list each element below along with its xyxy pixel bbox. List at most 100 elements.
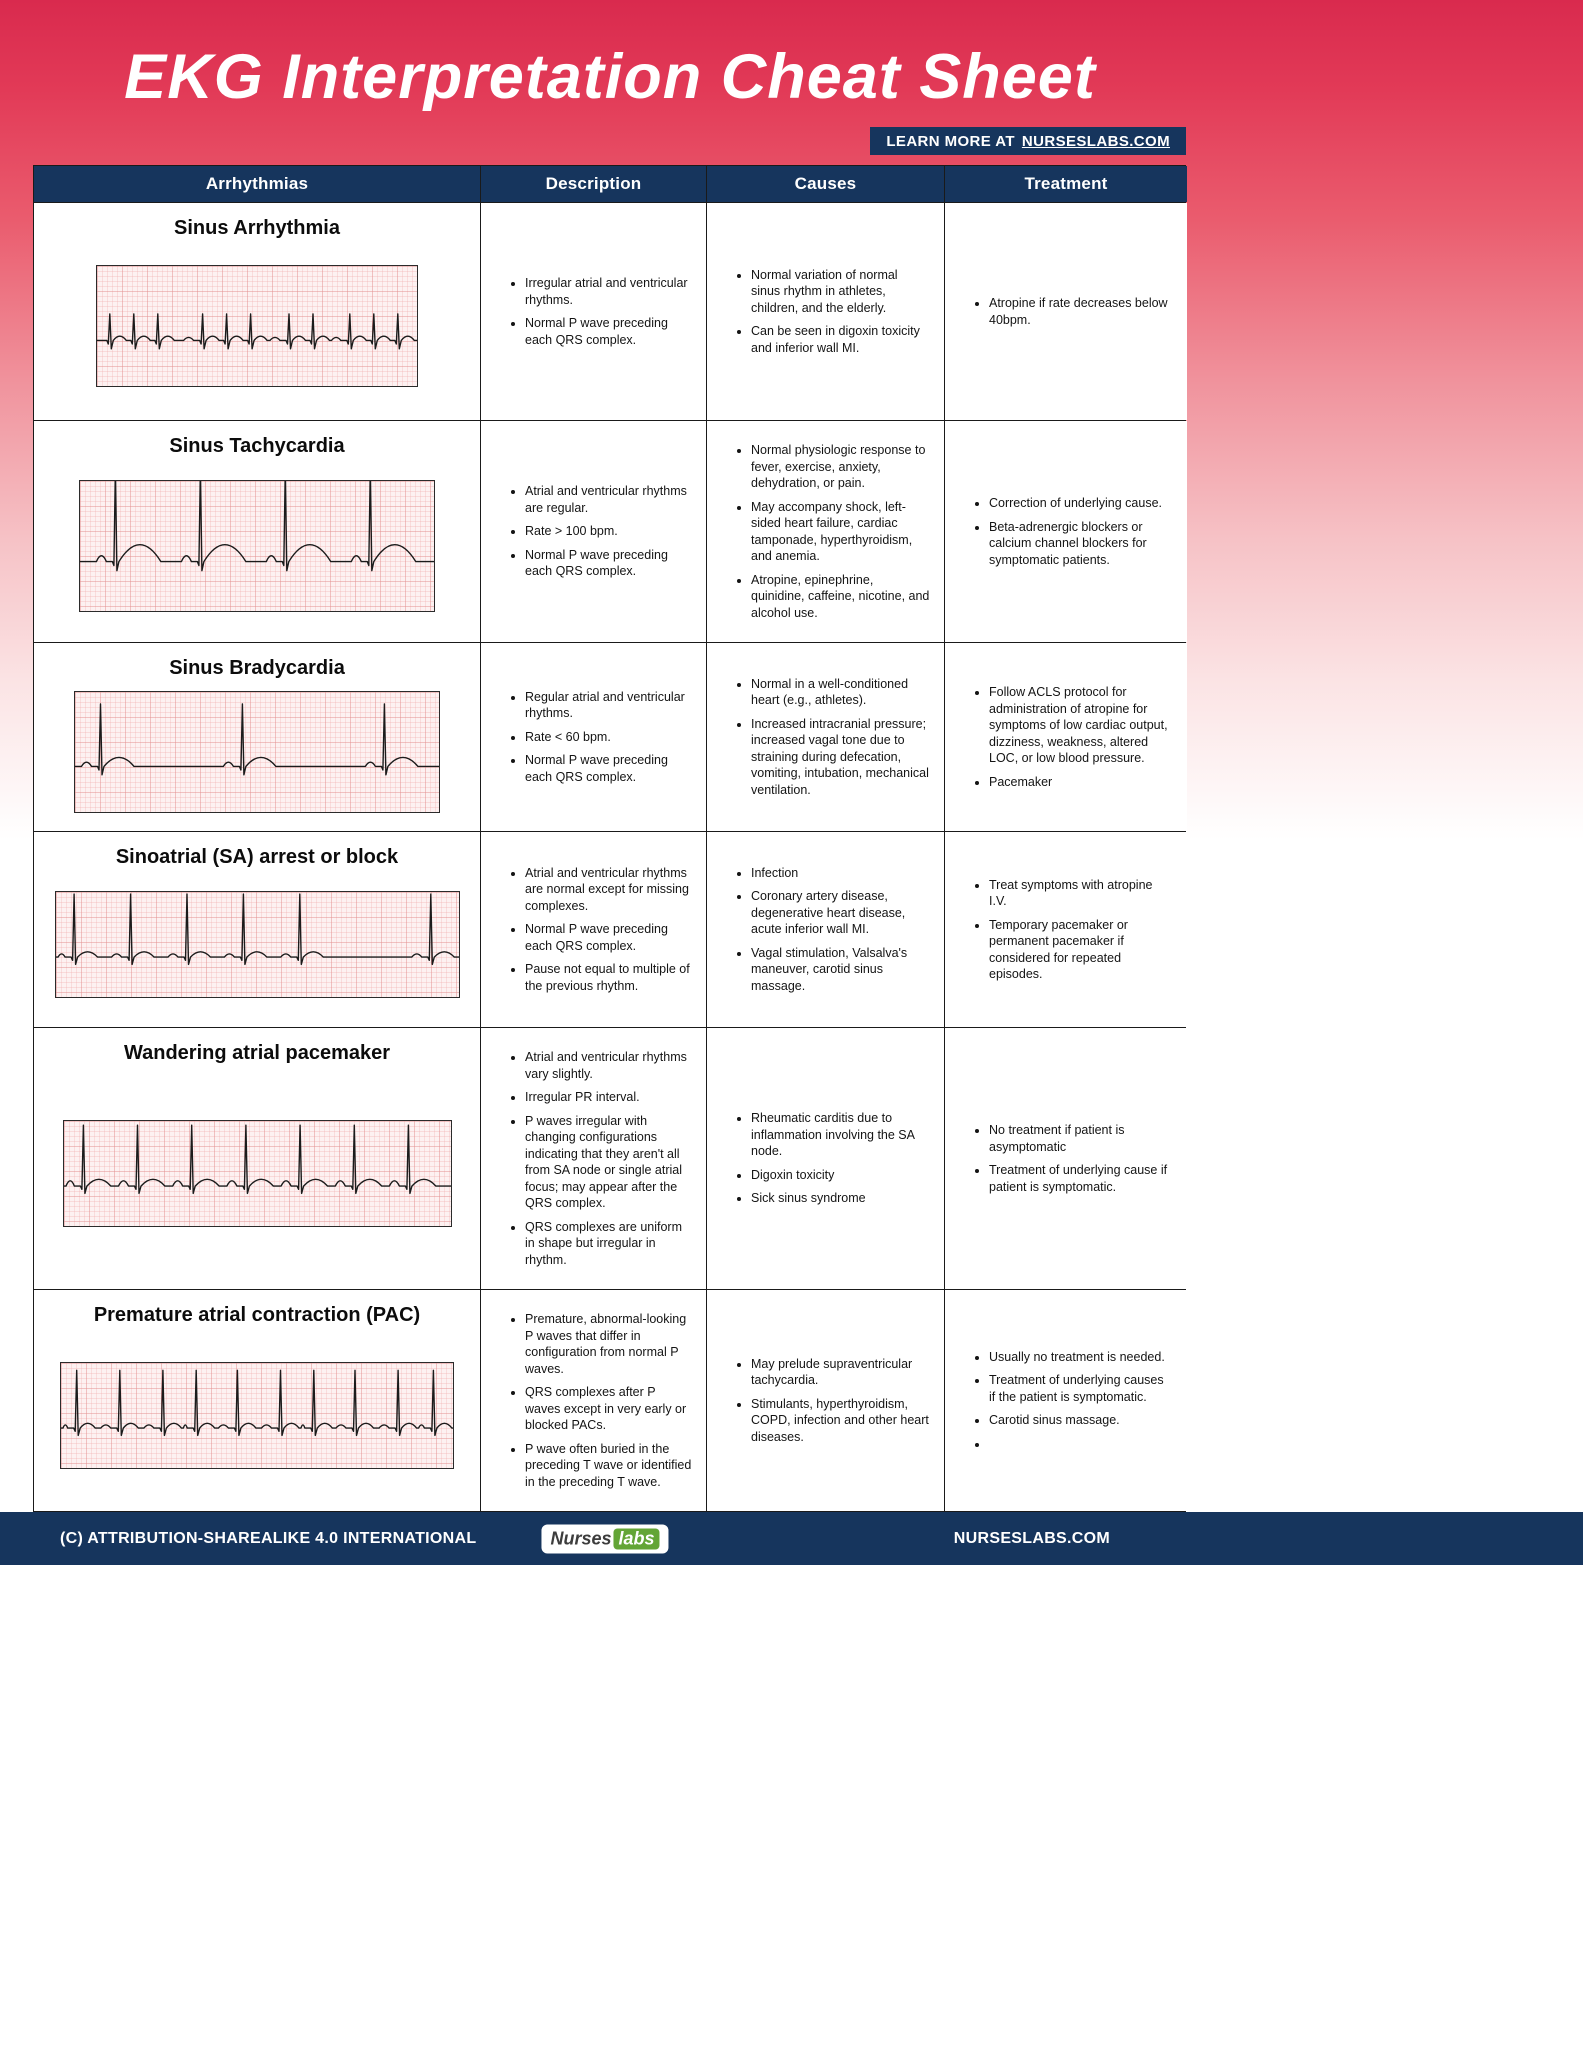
arrhythmia-title: Sinoatrial (SA) arrest or block — [115, 846, 399, 868]
footer: (C) ATTRIBUTION-SHAREALIKE 4.0 INTERNATI… — [0, 1512, 1583, 1565]
list-item: No treatment if patient is asymptomatic — [989, 1122, 1173, 1155]
description-list: Regular atrial and ventricular rhythms.R… — [505, 682, 692, 793]
arrhythmia-cell: Sinus Tachycardia — [34, 421, 481, 642]
causes-cell: May prelude supraventricular tachycardia… — [707, 1290, 945, 1511]
table-body: Sinus ArrhythmiaIrregular atrial and ven… — [34, 202, 1187, 1511]
description-cell: Premature, abnormal-looking P waves that… — [481, 1290, 707, 1511]
description-cell: Atrial and ventricular rhythms are regul… — [481, 421, 707, 642]
list-item: Digoxin toxicity — [751, 1167, 930, 1184]
list-item: Atropine, epinephrine, quinidine, caffei… — [751, 572, 930, 622]
ekg-strip-frame — [62, 1119, 452, 1227]
ekg-strip — [79, 464, 435, 628]
learn-more-text: LEARN MORE AT — [886, 132, 1015, 150]
list-item: QRS complexes are uniform in shape but i… — [525, 1219, 692, 1269]
description-list: Atrial and ventricular rhythms are regul… — [505, 476, 692, 587]
ekg-strip-frame — [54, 890, 460, 998]
list-item: Sick sinus syndrome — [751, 1190, 930, 1207]
causes-cell: InfectionCoronary artery disease, degene… — [707, 832, 945, 1027]
treatment-cell: Correction of underlying cause.Beta-adre… — [945, 421, 1187, 642]
treatment-list: Follow ACLS protocol for administration … — [969, 677, 1173, 797]
description-list: Atrial and ventricular rhythms are norma… — [505, 858, 692, 1002]
list-item: Treatment of underlying causes if the pa… — [989, 1372, 1173, 1405]
table-row: Sinoatrial (SA) arrest or blockAtrial an… — [34, 831, 1187, 1027]
treatment-cell: Follow ACLS protocol for administration … — [945, 643, 1187, 831]
list-item: Pacemaker — [989, 774, 1173, 791]
list-item: Temporary pacemaker or permanent pacemak… — [989, 917, 1173, 983]
list-item: Normal P wave preceding each QRS complex… — [525, 752, 692, 785]
list-item: Beta-adrenergic blockers or calcium chan… — [989, 519, 1173, 569]
learn-more-bar: LEARN MORE AT NURSESLABS.COM — [870, 127, 1186, 155]
list-item: Normal P wave preceding each QRS complex… — [525, 315, 692, 348]
ekg-strip — [96, 246, 418, 406]
list-item: Rheumatic carditis due to inflammation i… — [751, 1110, 930, 1160]
description-cell: Atrial and ventricular rhythms vary slig… — [481, 1028, 707, 1289]
treatment-cell: Usually no treatment is needed.Treatment… — [945, 1290, 1187, 1511]
causes-cell: Rheumatic carditis due to inflammation i… — [707, 1028, 945, 1289]
arrhythmia-title: Sinus Arrhythmia — [174, 217, 340, 239]
ekg-strip-image — [80, 481, 434, 611]
list-item: May prelude supraventricular tachycardia… — [751, 1356, 930, 1389]
list-item: Coronary artery disease, degenerative he… — [751, 888, 930, 938]
list-item: Can be seen in digoxin toxicity and infe… — [751, 323, 930, 356]
table-row: Sinus ArrhythmiaIrregular atrial and ven… — [34, 202, 1187, 420]
site-link[interactable]: NURSESLABS.COM — [953, 1529, 1110, 1547]
list-item: Normal in a well-conditioned heart (e.g.… — [751, 676, 930, 709]
description-cell: Irregular atrial and ventricular rhythms… — [481, 203, 707, 420]
ekg-strip-frame — [74, 690, 440, 813]
list-item: Carotid sinus massage. — [989, 1412, 1173, 1429]
ekg-strip-image — [97, 266, 417, 386]
list-item: P wave often buried in the preceding T w… — [525, 1441, 692, 1491]
description-list: Premature, abnormal-looking P waves that… — [505, 1304, 692, 1497]
ekg-waveform — [61, 1369, 453, 1436]
causes-list: May prelude supraventricular tachycardia… — [731, 1349, 930, 1453]
ekg-strip-image — [55, 891, 459, 997]
list-item — [989, 1436, 1173, 1453]
list-item: Treat symptoms with atropine I.V. — [989, 877, 1173, 910]
ekg-strip — [62, 1071, 452, 1275]
ekg-table: Arrhythmias Description Causes Treatment… — [33, 165, 1187, 1512]
description-list: Atrial and ventricular rhythms vary slig… — [505, 1042, 692, 1275]
list-item: QRS complexes after P waves except in ve… — [525, 1384, 692, 1434]
treatment-cell: Atropine if rate decreases below 40bpm. — [945, 203, 1187, 420]
description-list: Irregular atrial and ventricular rhythms… — [505, 268, 692, 355]
list-item: Pause not equal to multiple of the previ… — [525, 961, 692, 994]
column-header-description: Description — [481, 166, 707, 202]
list-item: Normal physiologic response to fever, ex… — [751, 442, 930, 492]
column-header-causes: Causes — [707, 166, 945, 202]
ekg-strip — [60, 1333, 454, 1497]
column-header-treatment: Treatment — [945, 166, 1187, 202]
ekg-strip-frame — [60, 1361, 454, 1469]
treatment-list: Treat symptoms with atropine I.V. Tempora… — [969, 870, 1173, 990]
list-item: Irregular PR interval. — [525, 1089, 692, 1106]
ekg-waveform — [80, 481, 434, 572]
arrhythmia-cell: Sinoatrial (SA) arrest or block — [34, 832, 481, 1027]
list-item: Normal variation of normal sinus rhythm … — [751, 267, 930, 317]
arrhythmia-title: Premature atrial contraction (PAC) — [93, 1304, 421, 1326]
ekg-strip-frame — [96, 265, 418, 387]
ekg-strip — [54, 875, 460, 1013]
ekg-strip-frame — [79, 480, 435, 612]
list-item: Vagal stimulation, Valsalva's maneuver, … — [751, 945, 930, 995]
list-item: Rate > 100 bpm. — [525, 523, 692, 540]
ekg-strip-image — [63, 1120, 451, 1226]
list-item: Atrial and ventricular rhythms are norma… — [525, 865, 692, 915]
list-item: Normal P wave preceding each QRS complex… — [525, 547, 692, 580]
list-item: Follow ACLS protocol for administration … — [989, 684, 1173, 767]
ekg-waveform — [97, 313, 417, 350]
list-item: P waves irregular with changing configur… — [525, 1113, 692, 1212]
nurseslabs-link[interactable]: NURSESLABS.COM — [1021, 132, 1170, 150]
table-row: Premature atrial contraction (PAC) Premat… — [34, 1289, 1187, 1511]
treatment-cell: No treatment if patient is asymptomaticT… — [945, 1028, 1187, 1289]
nurseslabs-logo[interactable]: Nurses labs — [541, 1524, 669, 1553]
causes-list: Rheumatic carditis due to inflammation i… — [731, 1103, 930, 1214]
ekg-strip-image — [75, 691, 439, 812]
list-item: Premature, abnormal-looking P waves that… — [525, 1311, 692, 1377]
list-item: Atrial and ventricular rhythms are regul… — [525, 483, 692, 516]
description-cell: Atrial and ventricular rhythms are norma… — [481, 832, 707, 1027]
ekg-strip-image — [61, 1362, 453, 1468]
list-item: Rate < 60 bpm. — [525, 729, 692, 746]
arrhythmia-title: Sinus Tachycardia — [169, 435, 345, 457]
causes-cell: Normal physiologic response to fever, ex… — [707, 421, 945, 642]
treatment-list: No treatment if patient is asymptomaticT… — [969, 1115, 1173, 1202]
